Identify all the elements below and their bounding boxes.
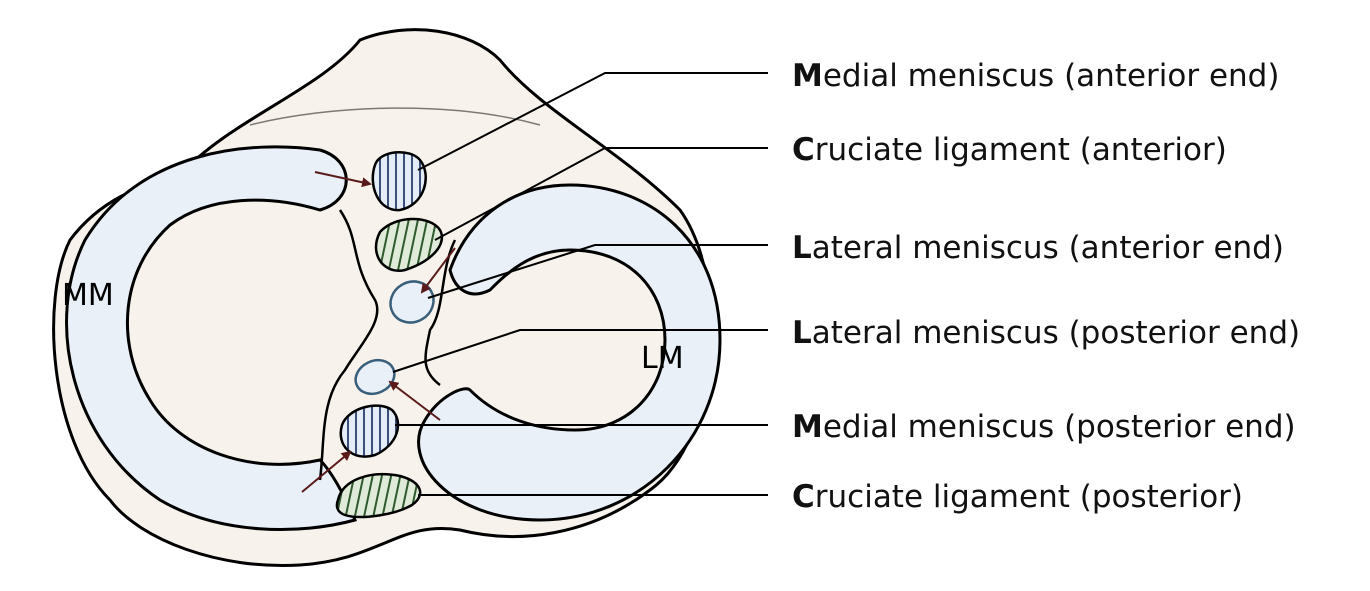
plateau-ridge-line bbox=[249, 107, 541, 126]
callout-mm-posterior-initial: M bbox=[792, 409, 823, 445]
callout-lm-posterior: Lateral meniscus (posterior end) bbox=[792, 315, 1300, 351]
intercondylar-boundary-right bbox=[424, 239, 457, 386]
callout-pcl-initial: C bbox=[792, 479, 815, 515]
mm-label: MM bbox=[62, 278, 114, 313]
callout-mm-anterior-rest: edial meniscus (anterior end) bbox=[823, 58, 1280, 94]
medial-meniscus-shape bbox=[65, 145, 358, 532]
intercondylar-boundary bbox=[318, 209, 379, 481]
callout-lm-posterior-rest: ateral meniscus (posterior end) bbox=[812, 315, 1300, 351]
leader-line-lm-posterior bbox=[392, 329, 768, 373]
callout-mm-posterior: Medial meniscus (posterior end) bbox=[792, 409, 1296, 445]
arrow-lm-anterior bbox=[420, 247, 456, 294]
mm-anterior-attachment bbox=[371, 151, 427, 212]
arrow-lm-posterior bbox=[388, 380, 441, 421]
arrow-mm-posterior bbox=[301, 450, 352, 493]
leader-line-mm-anterior bbox=[417, 72, 768, 171]
leader-line-lm-anterior bbox=[427, 244, 768, 299]
leader-line-acl bbox=[434, 147, 768, 241]
callout-mm-anterior: Medial meniscus (anterior end) bbox=[792, 58, 1279, 94]
acl-attachment bbox=[374, 217, 443, 273]
lateral-meniscus-shape bbox=[417, 183, 722, 522]
callout-lm-anterior-rest: ateral meniscus (anterior end) bbox=[812, 230, 1284, 266]
callout-lm-posterior-initial: L bbox=[792, 315, 812, 351]
pcl-attachment bbox=[335, 473, 422, 519]
callout-lm-anterior: Lateral meniscus (anterior end) bbox=[792, 230, 1284, 266]
mm-posterior-attachment bbox=[339, 404, 400, 458]
arrow-mm-anterior bbox=[314, 171, 372, 188]
callout-mm-posterior-rest: edial meniscus (posterior end) bbox=[823, 409, 1296, 445]
callout-acl-rest: ruciate ligament (anterior) bbox=[815, 132, 1227, 168]
callout-pcl: Cruciate ligament (posterior) bbox=[792, 479, 1243, 515]
callout-pcl-rest: ruciate ligament (posterior) bbox=[815, 479, 1243, 515]
lm-label: LM bbox=[641, 341, 684, 376]
callout-mm-anterior-initial: M bbox=[792, 58, 823, 94]
callout-lm-anterior-initial: L bbox=[792, 230, 812, 266]
callout-acl: Cruciate ligament (anterior) bbox=[792, 132, 1227, 168]
lm-posterior-attachment bbox=[354, 358, 396, 396]
callout-acl-initial: C bbox=[792, 132, 815, 168]
